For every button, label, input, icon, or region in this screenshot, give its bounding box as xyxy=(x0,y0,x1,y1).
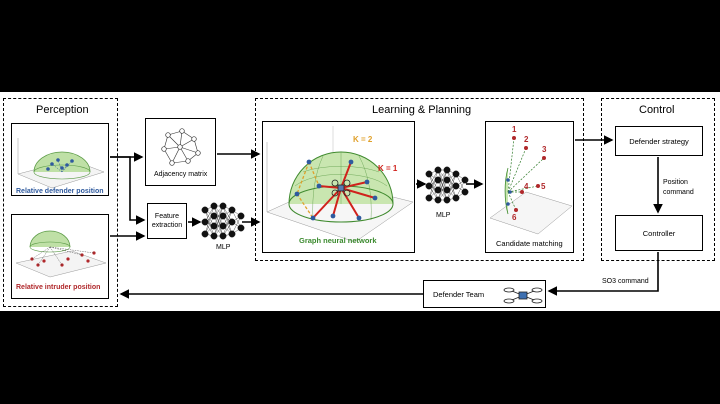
gnn-caption: Graph neural network xyxy=(299,236,377,245)
perception-title: Perception xyxy=(36,104,89,116)
candidate-number-4: 4 xyxy=(524,182,529,191)
intruder-caption: Relative intruder position xyxy=(16,284,101,291)
adjacency-label: Adjacency matrix xyxy=(154,171,208,178)
candidate-number-2: 2 xyxy=(524,135,529,144)
control-title: Control xyxy=(639,104,675,116)
defender-team-box: Defender Team xyxy=(423,280,546,308)
defender-position-plot xyxy=(11,123,109,196)
learning-title: Learning & Planning xyxy=(372,104,472,116)
controller-label: Controller xyxy=(642,228,676,238)
learning-frame xyxy=(255,98,584,261)
hemisphere-plot-icon xyxy=(17,138,105,189)
strategy-label: Defender strategy xyxy=(629,136,689,146)
k1-label: K = 1 xyxy=(378,164,398,173)
team-label: Defender Team xyxy=(433,290,485,299)
position-command-label: Position command xyxy=(663,179,694,196)
defender-strategy-box: Defender strategy xyxy=(615,126,703,156)
connectors-overlay xyxy=(110,135,663,299)
candidate-matching-box: 1 2 3 4 5 6 Candidate matching xyxy=(485,121,574,253)
graph-icon xyxy=(161,128,201,166)
gnn-box: K = 2 K = 1 Graph neural network xyxy=(262,121,415,253)
perception-mlp-label: MLP xyxy=(216,244,231,251)
feature-label: Feature extraction xyxy=(151,213,183,229)
hemisphere-plot-icon xyxy=(15,230,107,278)
feature-extraction-box: Feature extraction xyxy=(147,203,187,239)
hemisphere-plot-icon xyxy=(489,136,573,235)
candidate-number-1: 1 xyxy=(512,125,517,134)
intruder-position-plot xyxy=(11,214,109,299)
drone-icon xyxy=(331,179,351,197)
hemisphere-plot-icon xyxy=(266,126,414,243)
drone-icon xyxy=(503,287,543,304)
defender-caption: Relative defender position xyxy=(16,188,104,195)
controller-box: Controller xyxy=(615,215,703,251)
adjacency-matrix-box: Adjacency matrix xyxy=(145,118,216,186)
candidate-number-6: 6 xyxy=(512,213,517,222)
diagram-canvas: Perception Learning & Planning Control R… xyxy=(0,92,720,311)
neural-net-icon xyxy=(425,166,469,204)
neural-net-icon xyxy=(201,202,245,240)
so3-command-label: SO3 command xyxy=(602,278,649,285)
candidate-caption: Candidate matching xyxy=(496,239,563,248)
perception-frame xyxy=(3,98,118,307)
candidate-number-5: 5 xyxy=(541,182,546,191)
k2-label: K = 2 xyxy=(353,135,373,144)
learning-mlp-label: MLP xyxy=(436,212,451,219)
candidate-number-3: 3 xyxy=(542,145,547,154)
